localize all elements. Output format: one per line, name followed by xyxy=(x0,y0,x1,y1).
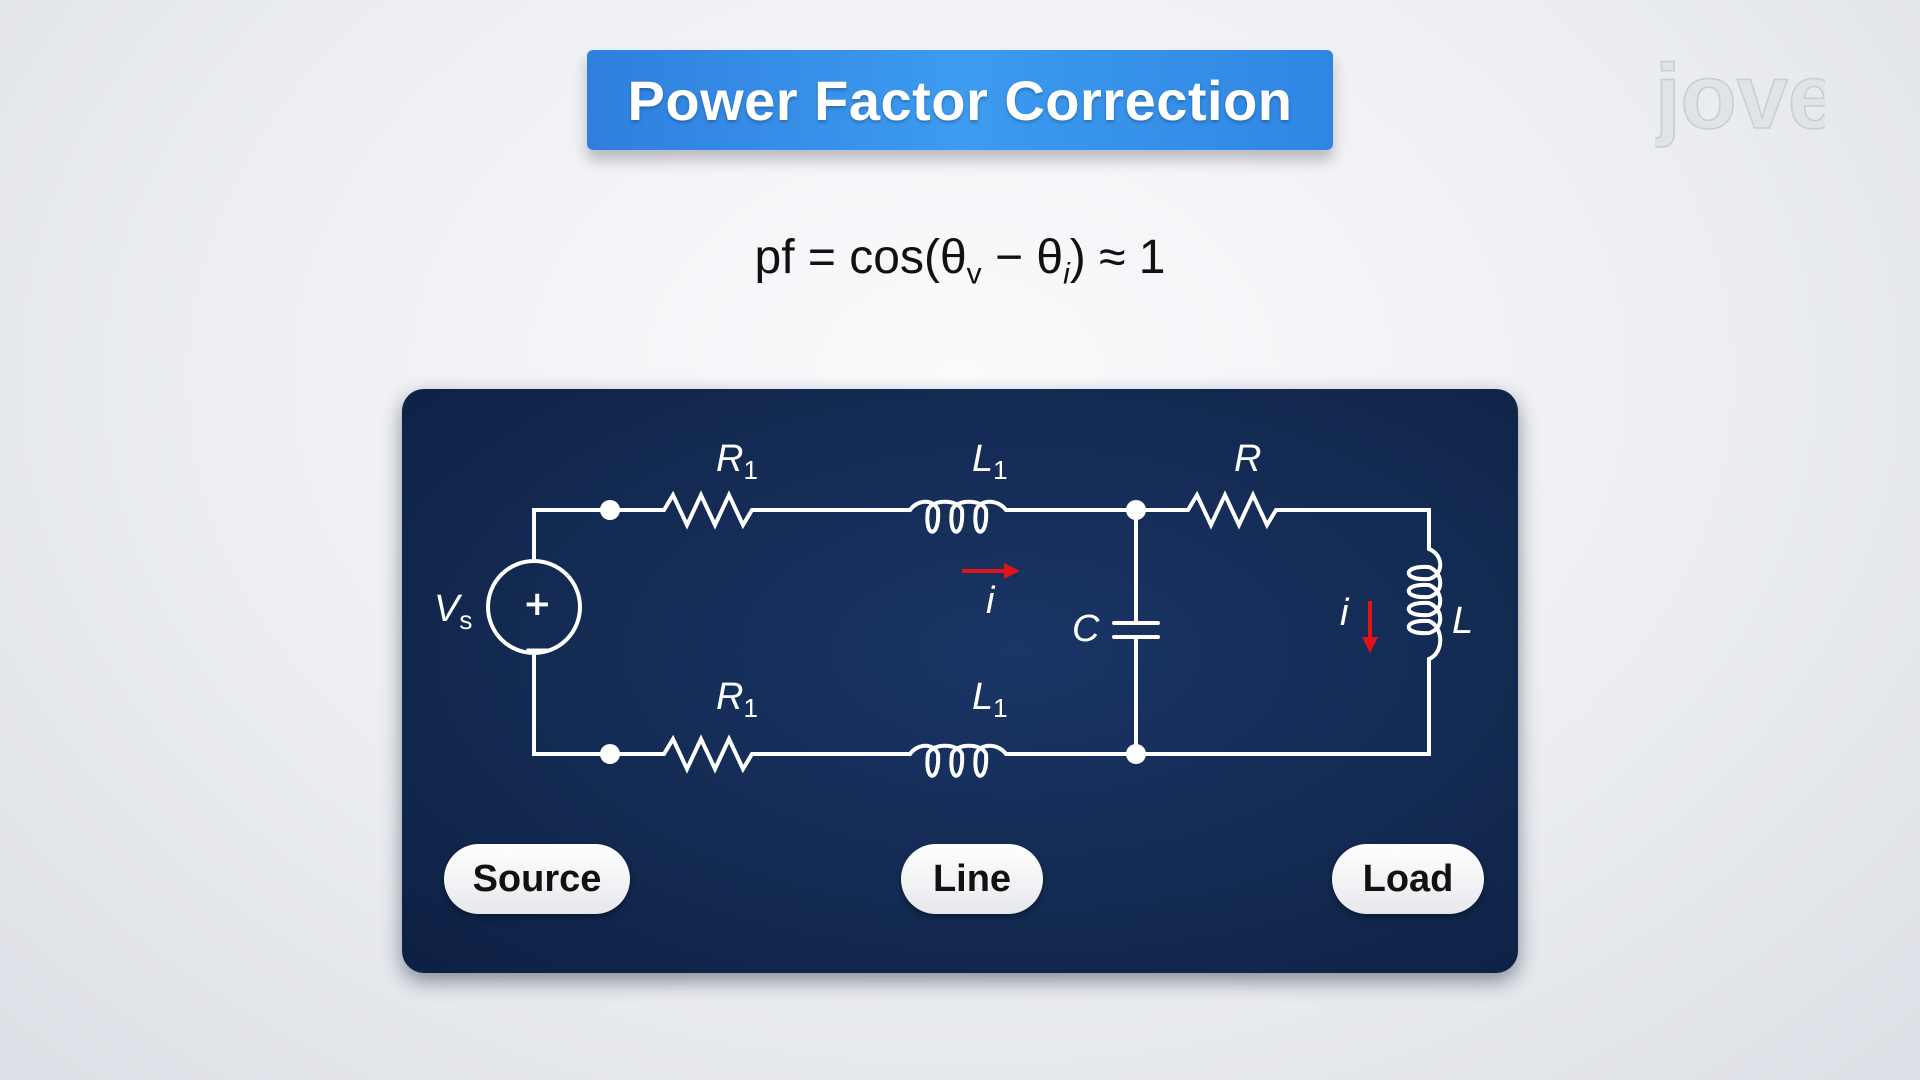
label-current-line: i xyxy=(986,580,996,622)
power-factor-formula: pf = cos(θv − θi) ≈ 1 xyxy=(660,230,1260,300)
resistor-r1-bottom xyxy=(608,734,912,774)
formula-rhs: ) ≈ 1 xyxy=(1069,231,1166,284)
resistor-r-load xyxy=(1134,490,1431,551)
label-r1-top: R1 xyxy=(716,438,758,485)
logo-text: jove xyxy=(1655,50,1825,148)
formula-lhs: pf = cos( xyxy=(754,231,940,284)
formula-minus: − xyxy=(981,231,1037,284)
label-inductor-load: L xyxy=(1452,600,1473,642)
formula-sub-v: v xyxy=(966,257,982,291)
jove-logo: jove xyxy=(1655,50,1825,149)
current-arrow-line-head xyxy=(1004,563,1020,579)
title-banner: Power Factor Correction xyxy=(587,50,1333,150)
source-plus-sign: + xyxy=(523,584,552,624)
circuit-diagram: + − Vs R1 L1 R1 L1 R C L xyxy=(434,438,1473,778)
label-r-load: R xyxy=(1234,438,1261,480)
inductor-l1-top xyxy=(908,499,1138,534)
label-r1-bottom: R1 xyxy=(716,676,758,723)
current-arrow-load-head xyxy=(1362,637,1378,653)
label-current-load: i xyxy=(1340,592,1350,634)
label-l1-top: L1 xyxy=(972,438,1008,485)
source-minus-sign: − xyxy=(523,630,552,670)
label-l1-bottom: L1 xyxy=(972,676,1008,723)
page-title: Power Factor Correction xyxy=(627,68,1293,132)
circuit-panel: + − Vs R1 L1 R1 L1 R C L xyxy=(402,389,1518,973)
inductor-l1-bottom xyxy=(908,743,1138,778)
source-wire-top xyxy=(532,508,612,563)
label-capacitor: C xyxy=(1072,608,1100,650)
formula-sub-i: i xyxy=(1063,257,1070,291)
source-wire-bottom xyxy=(532,651,612,756)
resistor-r1-top xyxy=(608,490,912,530)
source-label: Vs xyxy=(434,588,472,635)
formula-theta-i: θ xyxy=(1036,231,1064,284)
load-pill: Load xyxy=(1332,844,1484,914)
source-pill: Source xyxy=(444,844,630,914)
line-pill: Line xyxy=(901,844,1043,914)
voltage-source-symbol xyxy=(486,559,582,655)
formula-theta-v: θ xyxy=(939,231,967,284)
inductor-l-load xyxy=(1134,547,1443,756)
